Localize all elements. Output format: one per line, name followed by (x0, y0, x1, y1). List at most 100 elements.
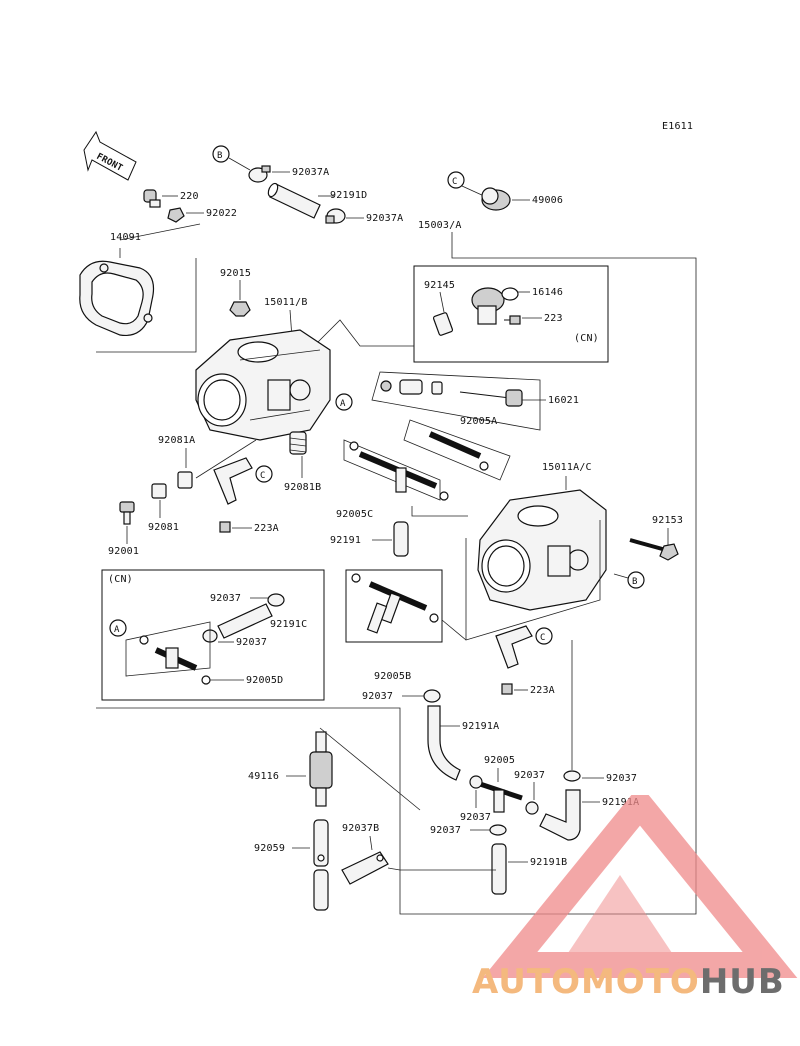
label-14091: 14091 (110, 232, 141, 243)
jet-92145 (432, 312, 454, 336)
filter-49116 (309, 731, 333, 807)
label-92081A: 92081A (158, 435, 195, 446)
label-92037-r: 92037 (514, 770, 545, 781)
label-92191B: 92191B (530, 857, 567, 868)
ref-marker-c-2: C (260, 471, 266, 481)
screw-223A-1 (219, 521, 231, 533)
hose-92191A-2 (539, 789, 581, 841)
ref-marker-b-1: B (217, 151, 223, 161)
watermark-logo-icon (482, 795, 798, 978)
pipe-92005D (139, 635, 211, 685)
carburetor-15011AC (477, 489, 607, 611)
label-220: 220 (180, 191, 199, 202)
hose-92191C (217, 603, 273, 639)
pipe-assembly-box (351, 573, 439, 634)
label-cn-top: (CN) (574, 333, 599, 344)
bolt-92153 (629, 538, 679, 561)
clamp-92037A-1 (248, 165, 271, 183)
label-92037B: 92037B (342, 823, 379, 834)
valve-16146 (471, 287, 519, 325)
label-92022: 92022 (206, 208, 237, 219)
watermark-text-part2: HUB (699, 962, 785, 1002)
clamp-92037-mid (423, 689, 441, 703)
label-223A-1: 223A (254, 523, 279, 534)
front-label: FRONT (95, 152, 125, 174)
label-92191D: 92191D (330, 190, 367, 201)
ref-marker-b-2: B (632, 577, 638, 587)
pipe-92005C (349, 441, 449, 501)
label-49006: 49006 (532, 195, 563, 206)
clamp-92037-d (489, 824, 507, 836)
ref-marker-a-1: A (340, 399, 346, 409)
front-arrow-icon: FRONT (83, 130, 137, 181)
label-16146: 16146 (532, 287, 563, 298)
label-92037-d: 92037 (430, 825, 461, 836)
label-cn-box: (CN) (108, 574, 133, 585)
hose-92191D (267, 182, 321, 219)
label-223A-2: 223A (530, 685, 555, 696)
carburetor-15011B (195, 329, 331, 441)
strap-92037B (341, 851, 389, 885)
screw-223-top (504, 315, 521, 325)
label-92037-c: 92037 (460, 812, 491, 823)
label-92005D: 92005D (246, 675, 283, 686)
spring-92081A (177, 471, 193, 489)
clamp-92037-box1 (267, 593, 285, 607)
label-92191A-1: 92191A (462, 721, 499, 732)
label-92005: 92005 (484, 755, 515, 766)
shaft-16021 (380, 379, 523, 407)
ref-marker-a-2: A (114, 625, 120, 635)
pipe-92005A (428, 431, 489, 471)
diagram-code: E1611 (662, 121, 693, 132)
tube-92059 (313, 819, 329, 911)
tube-92191B (491, 843, 507, 895)
bracket-left (213, 457, 253, 505)
label-92001: 92001 (108, 546, 139, 557)
ref-marker-c-3: C (540, 633, 546, 643)
washer-92022 (167, 207, 185, 223)
ref-marker-c-1: C (452, 177, 458, 187)
label-92081B: 92081B (284, 482, 321, 493)
watermark-text: AUTOMOTOHUB (472, 962, 785, 1002)
label-92015: 92015 (220, 268, 251, 279)
label-92005C: 92005C (336, 509, 373, 520)
label-92005A: 92005A (460, 416, 497, 427)
label-92037-mid: 92037 (362, 691, 393, 702)
label-92037-right: 92037 (606, 773, 637, 784)
hose-92191A-1 (427, 705, 461, 781)
screw-223A-2 (501, 683, 513, 695)
label-92037A-1: 92037A (292, 167, 329, 178)
spring-92081B (289, 431, 307, 455)
bracket-right (495, 625, 533, 669)
label-92081: 92081 (148, 522, 179, 533)
label-49116: 49116 (248, 771, 279, 782)
watermark-text-part1: AUTOMOTO (472, 962, 700, 1002)
tube-92191 (393, 521, 409, 557)
label-15011B: 15011/B (264, 297, 308, 308)
label-92005B: 92005B (374, 671, 411, 682)
label-92191: 92191 (330, 535, 361, 546)
label-92037A-2: 92037A (366, 213, 403, 224)
screw-92001 (119, 501, 135, 525)
label-92191C: 92191C (270, 619, 307, 630)
label-223-top: 223 (544, 313, 563, 324)
spring-92081 (151, 483, 167, 499)
label-92145: 92145 (424, 280, 455, 291)
label-15011AC: 15011A/C (542, 462, 592, 473)
label-15003A: 15003/A (418, 220, 462, 231)
label-92059: 92059 (254, 843, 285, 854)
label-92037-box2: 92037 (236, 637, 267, 648)
label-16021: 16021 (548, 395, 579, 406)
clamp-92037-r (525, 801, 539, 815)
cover-gasket-14091 (79, 260, 155, 337)
cap-49006 (481, 187, 511, 211)
clamp-92037-right (563, 770, 581, 782)
nut-92015 (229, 301, 251, 317)
bolt-220 (143, 189, 161, 208)
label-92153: 92153 (652, 515, 683, 526)
clamp-92037-c (469, 775, 483, 789)
label-92037-box1: 92037 (210, 593, 241, 604)
clamp-92037A-2 (325, 208, 346, 224)
joint-92005 (479, 781, 523, 813)
